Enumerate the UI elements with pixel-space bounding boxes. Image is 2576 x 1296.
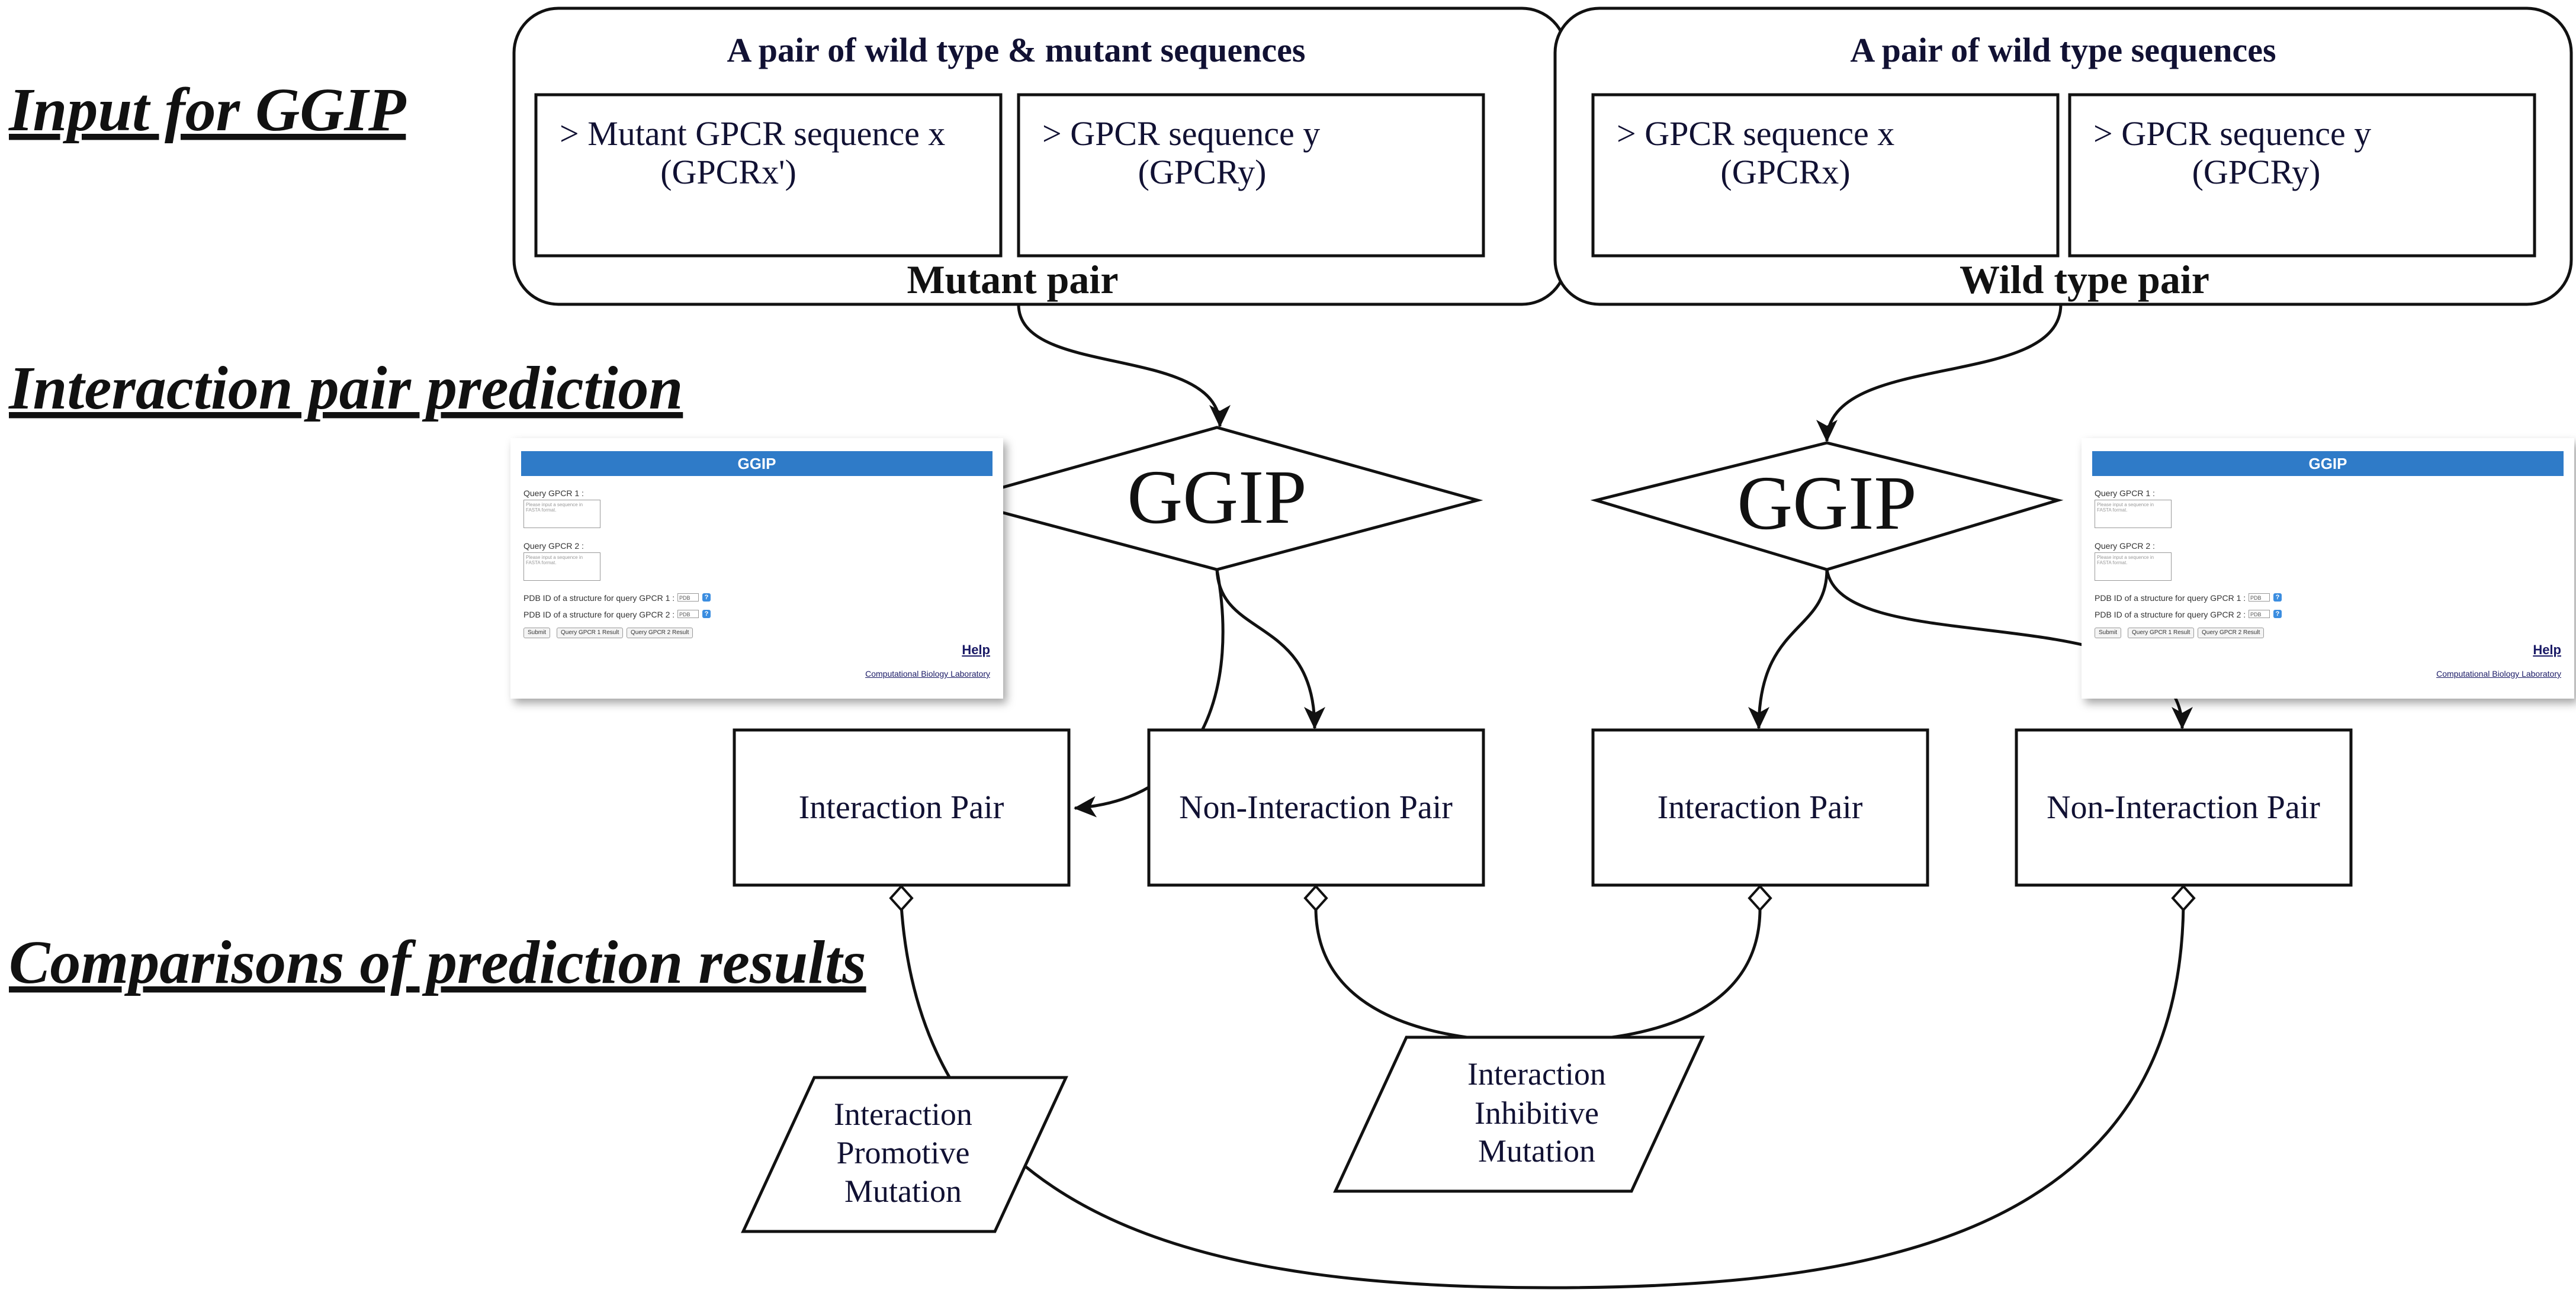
wild-non-interaction-label: Non-Interaction Pair [2047,789,2320,826]
mutant-interaction-label: Interaction Pair [799,789,1004,826]
wild-seq-y-line1: > GPCR sequence y [2093,114,2371,153]
promotive-line3: Mutation [844,1173,962,1209]
inhibitive-line2: Inhibitive [1475,1095,1599,1131]
pdb1-select[interactable]: PDB [677,593,699,602]
promotive-line1: Interaction [834,1096,972,1132]
inhibitive-line1: Interaction [1467,1056,1606,1092]
mutant-non-interaction-label: Non-Interaction Pair [1179,789,1453,826]
query-gpcr2-textarea[interactable]: Please input a sequence in FASTA format. [523,552,600,581]
wild-group-title: A pair of wild type sequences [1850,31,2276,69]
submit-button[interactable]: Submit [2095,628,2122,638]
wild-seq-x-line1: > GPCR sequence x [1617,114,1894,153]
ggip-form-screenshot-left: GGIP Query GPCR 1 : Please input a seque… [510,438,1003,699]
query-gpcr2-textarea[interactable]: Please input a sequence in FASTA format. [2095,552,2172,581]
form-header-bar: GGIP [2092,451,2564,476]
query2-result-button[interactable]: Query GPCR 2 Result [2198,628,2265,638]
mutant-interaction-box [733,728,1071,887]
mutant-seq-x-line1: > Mutant GPCR sequence x [560,114,945,153]
section-title-input: Input for GGIP [8,76,407,144]
submit-button[interactable]: Submit [523,628,551,638]
query1-result-button[interactable]: Query GPCR 1 Result [2128,628,2195,638]
mutant-seq-y-line1: > GPCR sequence y [1042,114,1320,153]
pdb2-help-icon[interactable]: ? [702,610,711,618]
connector-diamond-3 [1748,885,1772,912]
query2-result-button[interactable]: Query GPCR 2 Result [627,628,693,638]
connector-diamond-4 [2171,885,2196,912]
arrow-mutant-to-ggip [1017,304,1231,427]
pdb1-select[interactable]: PDB [2249,593,2270,602]
lab-link[interactable]: Computational Biology Laboratory [865,669,990,678]
pdb2-help-icon[interactable]: ? [2273,610,2282,618]
mutant-seq-x-box [534,93,1003,258]
pdb1-label: PDB ID of a structure for query GPCR 1 : [523,593,675,603]
help-link[interactable]: Help [962,642,990,657]
pdb1-label: PDB ID of a structure for query GPCR 1 : [2095,593,2246,603]
connector-diamond-2 [1303,885,1328,912]
section-title-comparison: Comparisons of prediction results [9,928,866,996]
pdb2-label: PDB ID of a structure for query GPCR 2 : [2095,610,2246,619]
query1-result-button[interactable]: Query GPCR 1 Result [557,628,624,638]
ggip-form-screenshot-right: GGIP Query GPCR 1 : Please input a seque… [2082,438,2574,699]
promotive-mutation-shape [741,1076,1068,1233]
wild-pair-label: Wild type pair [1960,257,2209,302]
mutant-pair-group: A pair of wild type & mutant sequences >… [512,7,1568,306]
mutant-group-title: A pair of wild type & mutant sequences [727,31,1306,69]
inhibitive-line3: Mutation [1478,1133,1595,1169]
help-link[interactable]: Help [2533,642,2561,657]
pdb1-help-icon[interactable]: ? [702,593,711,602]
ggip-diamond-wild [1590,441,2064,571]
lab-link[interactable]: Computational Biology Laboratory [2436,669,2561,678]
mutant-non-interaction-box [1147,728,1485,887]
wild-seq-x-box [1591,93,2060,258]
pdb2-label: PDB ID of a structure for query GPCR 2 : [523,610,675,619]
ggip-label-wild: GGIP [1737,461,1916,546]
ggip-label-mutant: GGIP [1127,455,1306,540]
promotive-line2: Promotive [837,1135,970,1170]
query-gpcr1-label: Query GPCR 1 : [523,488,584,498]
wild-type-pair-group: A pair of wild type sequences > GPCR seq… [1553,7,2573,306]
mutant-seq-y-box [1017,93,1485,258]
query-gpcr1-textarea[interactable]: Please input a sequence in FASTA format. [2095,500,2172,528]
query-gpcr1-textarea[interactable]: Please input a sequence in FASTA format. [523,500,600,528]
form-header-bar: GGIP [521,451,993,476]
curve-inhibitive-comparison [1314,905,1762,1044]
section-title-prediction: Interaction pair prediction [8,354,683,422]
arrow-ggip-to-mutant-non-interaction [1215,569,1325,729]
mutant-seq-x-line2: (GPCRx') [660,153,796,191]
arrow-ggip-to-wild-interaction [1748,569,1829,729]
wild-seq-y-box [2068,93,2536,258]
pdb2-select[interactable]: PDB [2249,610,2270,618]
mutant-pair-label: Mutant pair [907,257,1119,302]
inhibitive-mutation-shape [1333,1035,1705,1193]
wild-seq-x-line2: (GPCRx) [1720,153,1850,191]
wild-interaction-label: Interaction Pair [1658,789,1863,826]
wild-seq-y-line2: (GPCRy) [2192,153,2321,191]
arrow-ggip-to-mutant-interaction [1074,569,1225,818]
connector-diamond-1 [889,885,914,912]
ggip-diamond-mutant [950,426,1483,571]
arrow-wild-to-ggip [1816,304,2063,442]
query-gpcr2-label: Query GPCR 2 : [523,541,584,551]
query-gpcr1-label: Query GPCR 1 : [2095,488,2155,498]
pdb1-help-icon[interactable]: ? [2273,593,2282,602]
wild-non-interaction-box [2015,728,2353,887]
query-gpcr2-label: Query GPCR 2 : [2095,541,2155,551]
mutant-seq-y-line2: (GPCRy) [1138,153,1267,191]
pdb2-select[interactable]: PDB [677,610,699,618]
